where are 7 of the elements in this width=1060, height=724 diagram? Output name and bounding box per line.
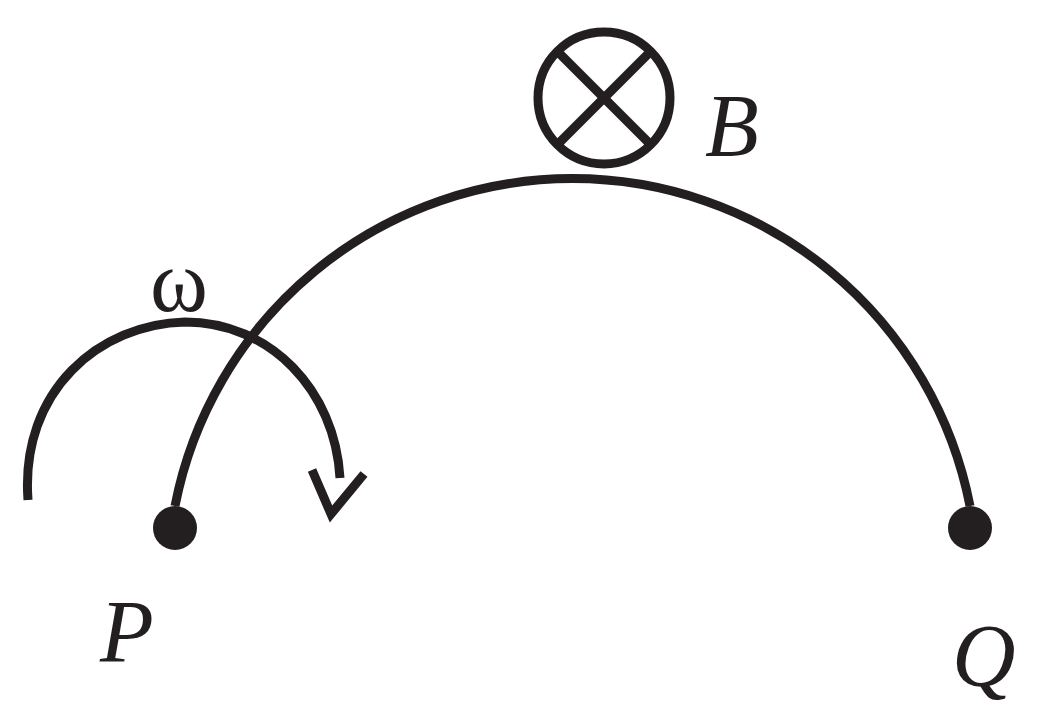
end-point-dot: [948, 506, 992, 550]
point-label: Q: [952, 612, 1016, 700]
end-point-dot: [153, 506, 197, 550]
magnetic-field-label: B: [705, 82, 759, 170]
semicircular-wire: [170, 174, 975, 508]
point-label: P: [100, 588, 154, 676]
angular-velocity-symbol: ω: [150, 238, 208, 326]
